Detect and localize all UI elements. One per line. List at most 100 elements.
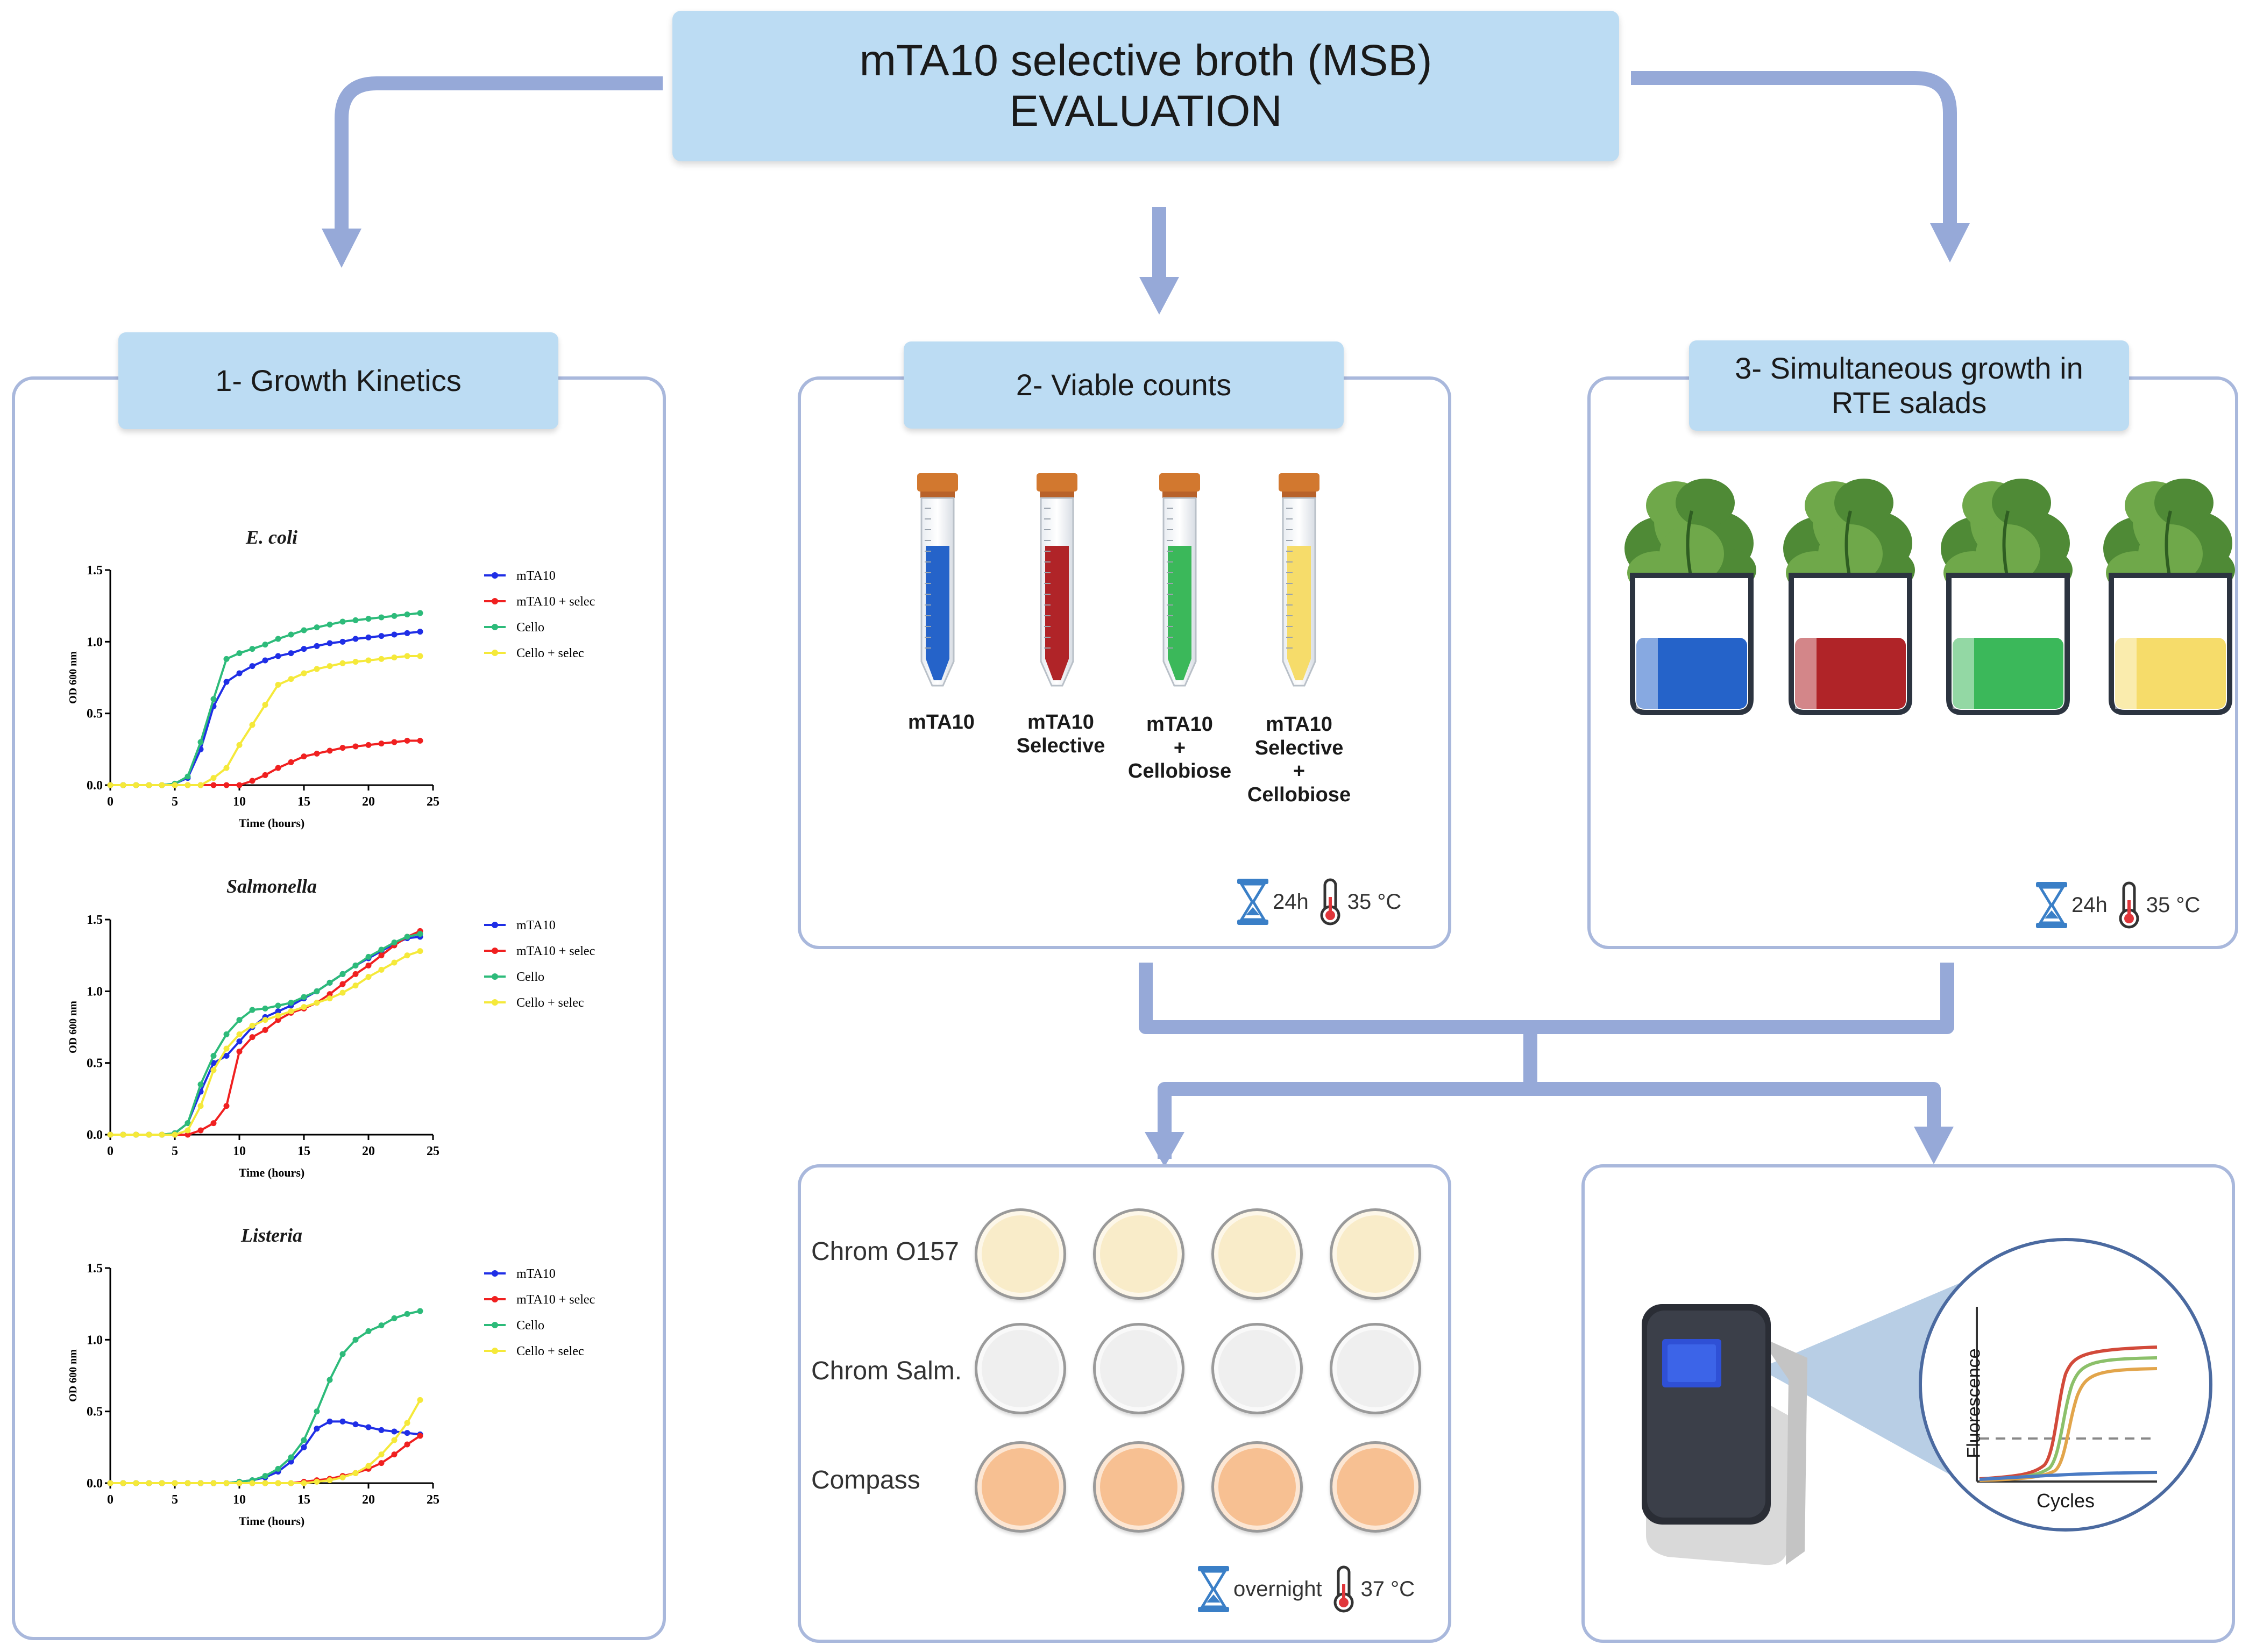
data-point <box>262 702 268 708</box>
data-point <box>262 657 268 664</box>
agar-plate <box>1093 1441 1184 1533</box>
data-point <box>249 778 256 784</box>
x-tick-label: 20 <box>362 1493 375 1507</box>
data-point <box>236 1031 243 1037</box>
thermometer-icon <box>1333 1565 1354 1613</box>
data-point <box>210 1120 217 1127</box>
data-point <box>352 1470 359 1476</box>
data-point <box>301 1480 307 1486</box>
agar-plate <box>1330 1208 1421 1300</box>
data-point <box>107 1131 113 1138</box>
data-point <box>275 636 281 642</box>
data-point <box>301 994 307 1000</box>
data-point <box>417 948 423 955</box>
data-point <box>404 1430 410 1436</box>
legend-label: mTA10 + selec <box>516 944 595 958</box>
agar-plate <box>975 1441 1066 1533</box>
data-point <box>301 1004 307 1010</box>
data-point <box>417 1308 423 1314</box>
data-point <box>288 1000 294 1006</box>
data-point <box>223 1052 230 1059</box>
y-tick-label: 0.0 <box>87 1128 103 1142</box>
data-point <box>391 739 398 745</box>
data-point <box>249 1034 256 1041</box>
data-point <box>301 670 307 677</box>
x-tick-label: 5 <box>172 1144 178 1158</box>
agar-plate <box>975 1323 1066 1414</box>
data-point <box>275 653 281 659</box>
tube-label-1: mTA10 <box>877 711 1006 735</box>
tube-label-3-line1: mTA10 <box>1146 713 1213 736</box>
x-tick-label: 0 <box>107 795 113 809</box>
data-point <box>378 633 385 639</box>
data-point <box>288 759 294 765</box>
data-point <box>314 1426 320 1432</box>
data-point <box>314 988 320 994</box>
agar-plate <box>1211 1441 1303 1533</box>
data-point <box>288 650 294 657</box>
data-point <box>365 657 372 664</box>
data-point <box>236 1048 243 1055</box>
data-point <box>327 991 333 998</box>
data-point <box>275 1013 281 1019</box>
data-point <box>352 1336 359 1343</box>
data-point <box>314 624 320 631</box>
plates-conditions: overnight 37 °C <box>1197 1565 1415 1613</box>
data-point <box>352 962 359 969</box>
x-tick-label: 25 <box>427 1144 439 1158</box>
x-tick-label: 15 <box>297 795 310 809</box>
series-line <box>110 950 421 1136</box>
data-point <box>327 1477 333 1484</box>
data-point <box>223 765 230 771</box>
data-point <box>301 1444 307 1450</box>
data-point <box>404 1311 410 1317</box>
data-point <box>339 745 346 751</box>
data-point <box>378 1451 385 1458</box>
data-point <box>339 660 346 666</box>
data-point <box>378 1427 385 1433</box>
thermometer-icon <box>1320 878 1340 925</box>
growth-kinetics-tab: 1- Growth Kinetics <box>118 332 558 429</box>
plate-row-label-1: Chrom O157 <box>811 1237 959 1266</box>
salad-beakers <box>1624 479 2235 715</box>
legend-label: mTA10 <box>516 569 556 583</box>
y-tick-label: 1.5 <box>87 564 103 578</box>
data-point <box>107 782 113 788</box>
legend-label: mTA10 <box>516 918 556 932</box>
tube-label-4-line1: mTA10 <box>1266 713 1332 736</box>
data-point <box>236 1038 243 1045</box>
data-point <box>146 1480 152 1486</box>
lettuce-stem <box>1686 510 1693 581</box>
tube-label-1-line1: mTA10 <box>908 711 975 734</box>
data-point <box>210 1067 217 1073</box>
x-tick-label: 20 <box>362 1144 375 1158</box>
data-point <box>223 782 230 788</box>
data-point <box>197 1081 204 1088</box>
data-point <box>120 782 126 788</box>
data-point <box>107 1480 113 1486</box>
x-tick-label: 10 <box>233 1493 246 1507</box>
data-point <box>301 646 307 652</box>
y-tick-label: 1.5 <box>87 913 103 927</box>
data-point <box>327 1377 333 1383</box>
viable-conditions: 24h 35 °C <box>1236 878 1401 926</box>
data-point <box>404 737 410 744</box>
data-point <box>352 659 359 665</box>
beaker-liquid <box>1636 638 1747 709</box>
data-point <box>301 627 307 633</box>
legend-label: Cello + selec <box>516 1344 584 1358</box>
series-line <box>110 1310 421 1484</box>
tube-liquid <box>1287 546 1311 680</box>
data-point <box>378 740 385 747</box>
agar-plate <box>975 1208 1066 1300</box>
data-point <box>391 939 398 946</box>
lettuce-leaf <box>1992 479 2051 527</box>
data-point <box>197 782 204 788</box>
data-point <box>249 1480 256 1486</box>
data-point <box>391 1315 398 1321</box>
beaker-highlight <box>1795 579 1817 709</box>
data-point <box>417 1397 423 1403</box>
data-point <box>301 753 307 760</box>
data-point <box>352 982 359 989</box>
